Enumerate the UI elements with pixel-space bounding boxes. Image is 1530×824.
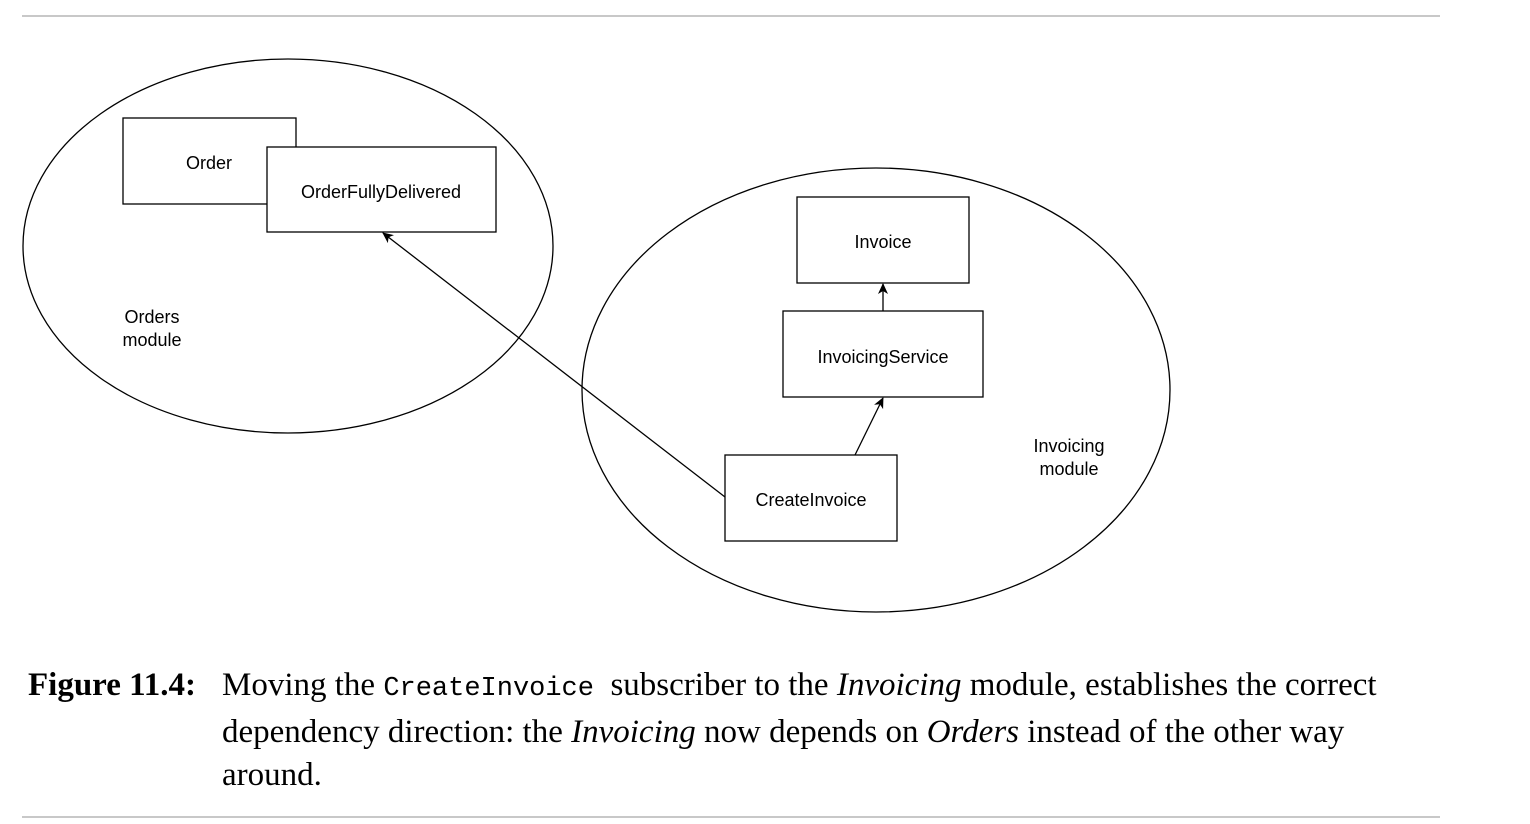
- invoicing-service-box: InvoicingService: [782, 310, 984, 398]
- caption-part-1: Moving the: [222, 667, 384, 703]
- module-dependency-diagram: Order OrderFullyDelivered Orders module …: [22, 58, 1171, 613]
- bottom-divider: [22, 816, 1440, 818]
- invoicing-module-label-line2: module: [1039, 459, 1098, 479]
- top-divider: [22, 15, 1440, 17]
- order-fully-delivered-box-label: OrderFullyDelivered: [301, 182, 461, 202]
- invoicing-service-box-label: InvoicingService: [817, 347, 948, 367]
- caption-part-5: instead of the other way around.: [222, 714, 1345, 793]
- orders-module-label-line2: module: [122, 330, 181, 350]
- create-invoice-box: CreateInvoice: [724, 454, 898, 542]
- invoicing-module-label-line1: Invoicing: [1033, 436, 1104, 456]
- caption-part-4: now depends on: [695, 714, 927, 750]
- arrow-createinvoice-to-invoicingservice: [854, 397, 884, 456]
- caption-emphasis-invoicing-2: Invoicing: [571, 714, 696, 750]
- create-invoice-box-label: CreateInvoice: [755, 490, 866, 510]
- caption-code-createinvoice: CreateInvoice: [383, 674, 594, 704]
- caption-emphasis-orders: Orders: [926, 714, 1019, 750]
- orders-module-label-line1: Orders: [124, 307, 179, 327]
- arrow-createinvoice-to-orderfullydelivered: [382, 232, 726, 498]
- invoice-box-label: Invoice: [854, 232, 911, 252]
- caption-part-3: module, establishes the correct dependen…: [222, 667, 1377, 750]
- order-box-label: Order: [186, 153, 232, 173]
- invoicing-module-boundary: [581, 167, 1171, 613]
- caption-emphasis-invoicing-1: Invoicing: [836, 667, 962, 703]
- figure-number: Figure 11.4:: [28, 667, 197, 703]
- invoice-box: Invoice: [796, 196, 970, 284]
- caption-part-2: subscriber to the: [593, 667, 837, 703]
- order-fully-delivered-box: OrderFullyDelivered: [266, 146, 497, 233]
- caption-text: Moving the CreateInvoice subscriber to t…: [222, 664, 1452, 797]
- orders-module-boundary: [22, 58, 554, 434]
